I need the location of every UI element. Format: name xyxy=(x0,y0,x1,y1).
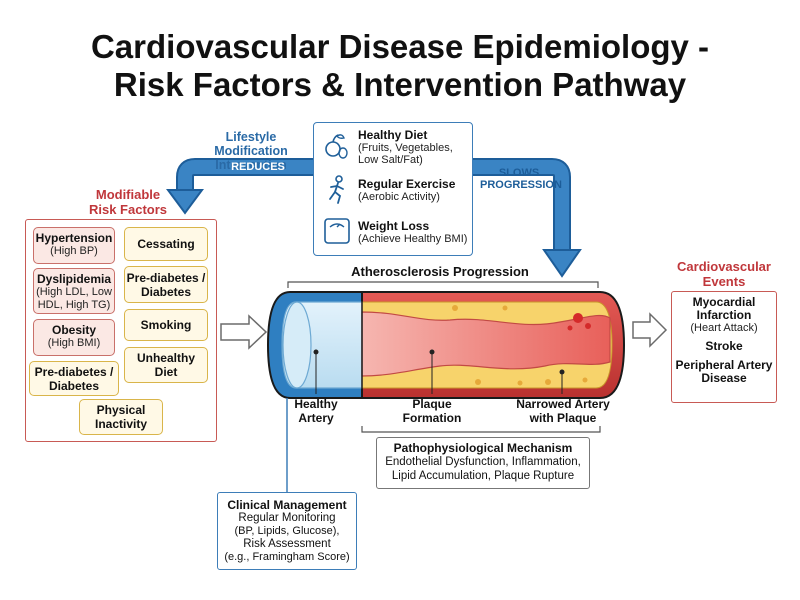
stage-line: Artery xyxy=(298,411,334,425)
clinical-line-2: (BP, Lipids, Glucose), xyxy=(234,525,340,537)
factor-title: Obesity xyxy=(51,323,96,337)
reduces-arrow xyxy=(166,158,313,215)
stage-line: with Plaque xyxy=(529,411,597,425)
lifestyle-item-weight: Weight Loss (Achieve Healthy BMI) xyxy=(358,219,472,246)
factor-dyslipidemia: Dyslipidemia (High LDL, Low HDL, High TG… xyxy=(33,268,115,314)
stage-line: Plaque xyxy=(412,397,452,411)
mechanism-line-2: Lipid Accumulation, Plaque Rupture xyxy=(391,470,575,482)
stage-healthy-artery: Healthy Artery xyxy=(276,397,356,425)
factor-title: Dyslipidemia xyxy=(36,272,112,286)
clinical-title: Clinical Management xyxy=(227,498,347,512)
lifestyle-heading-line-1: Lifestyle Modification xyxy=(214,130,288,158)
progression-bracket xyxy=(287,281,599,288)
stage-line: Narrowed Artery xyxy=(516,397,610,411)
scale-icon xyxy=(323,217,351,245)
behavior-prediabetes: Pre-diabetes / Diabetes xyxy=(124,266,208,303)
factor-sub: (High BP) xyxy=(50,245,98,257)
factor-obesity: Obesity (High BMI) xyxy=(33,319,115,356)
mechanism-box: Pathophysiological Mechanism Endothelial… xyxy=(376,437,590,489)
behavior-title: Physical xyxy=(96,403,146,417)
slows-line-1: SLOWS xyxy=(498,167,540,179)
behavior-title: Diet xyxy=(154,365,178,379)
lifestyle-item-diet: Healthy Diet (Fruits, Vegetables, Low Sa… xyxy=(358,128,472,167)
behavior-unhealthy-diet: Unhealthy Diet xyxy=(124,347,208,383)
lifestyle-item-sub: (Achieve Healthy BMI) xyxy=(358,233,468,245)
events-heading: Cardiovascular Events xyxy=(666,259,782,289)
lifestyle-item-title: Weight Loss xyxy=(358,219,430,233)
lifestyle-item-title: Regular Exercise xyxy=(358,177,456,191)
events-panel: Myocardial Infarction (Heart Attack) Str… xyxy=(671,291,777,403)
lifestyle-panel: Healthy Diet (Fruits, Vegetables, Low Sa… xyxy=(313,122,473,256)
events-heading-line-2: Events xyxy=(702,274,746,289)
lifestyle-item-sub: (Aerobic Activity) xyxy=(358,191,440,203)
stage-line: Formation xyxy=(402,411,462,425)
clinical-line-3: Risk Assessment xyxy=(243,538,331,550)
runner-icon xyxy=(324,175,350,205)
event-mi-line-2: Infarction xyxy=(696,308,752,322)
factor-title: Hypertension xyxy=(35,231,113,245)
modifiable-heading-line-1: Modifiable xyxy=(95,187,161,202)
title-line-1: Cardiovascular Disease Epidemiology - xyxy=(90,28,710,65)
event-pad-line-1: Peripheral Artery xyxy=(675,358,773,372)
factor-prediabetes: Pre-diabetes / Diabetes xyxy=(29,361,119,396)
slows-line-2: PROGRESSION xyxy=(480,179,562,191)
behavior-title: Cessating xyxy=(137,237,195,251)
event-mi-sub: (Heart Attack) xyxy=(690,322,758,334)
behavior-physical-inactivity: Physical Inactivity xyxy=(79,399,163,435)
slows-progression-label: SLOWS PROGRESSION xyxy=(480,167,562,191)
lifestyle-item-sub: Low Salt/Fat) xyxy=(358,154,423,166)
behavior-title: Diabetes xyxy=(140,284,192,299)
factor-sub: (High BMI) xyxy=(47,337,101,349)
page-title: Cardiovascular Disease Epidemiology - Ri… xyxy=(0,28,800,104)
lifestyle-item-exercise: Regular Exercise (Aerobic Activity) xyxy=(358,177,472,204)
artery-illustration xyxy=(266,291,626,399)
factor-title: Pre-diabetes / xyxy=(34,364,114,379)
event-pad-line-2: Disease xyxy=(701,371,747,385)
stage-pointers xyxy=(313,349,565,394)
slows-progression-arrow xyxy=(473,158,582,278)
factor-sub: HDL, High TG) xyxy=(37,299,111,311)
risk-to-artery-arrow xyxy=(220,314,268,350)
reduces-label: REDUCES xyxy=(231,161,285,173)
modifiable-heading-line-2: Risk Factors xyxy=(88,202,168,217)
stage-plaque-formation: Plaque Formation xyxy=(392,397,472,425)
behavior-smoking: Smoking xyxy=(124,309,208,341)
factor-title: Diabetes xyxy=(48,378,100,393)
mechanism-bracket xyxy=(361,426,601,433)
artery-to-events-arrow xyxy=(632,312,668,348)
mechanism-title: Pathophysiological Mechanism xyxy=(393,441,573,455)
modifiable-heading: Modifiable Risk Factors xyxy=(80,187,176,217)
stage-line: Healthy xyxy=(294,397,338,411)
clinical-management-box: Clinical Management Regular Monitoring (… xyxy=(217,492,357,570)
mechanism-line-1: Endothelial Dysfunction, Inflammation, xyxy=(385,456,581,468)
lifestyle-item-title: Healthy Diet xyxy=(358,128,428,142)
behavior-title: Smoking xyxy=(140,318,192,332)
factor-sub: (High LDL, Low xyxy=(36,286,112,298)
title-line-2: Risk Factors & Intervention Pathway xyxy=(113,66,687,103)
event-stroke: Stroke xyxy=(705,339,743,353)
lifestyle-item-sub: (Fruits, Vegetables, xyxy=(358,142,453,154)
fruit-icon xyxy=(322,129,350,161)
events-heading-line-1: Cardiovascular xyxy=(677,259,771,274)
factor-hypertension: Hypertension (High BP) xyxy=(33,227,115,264)
event-mi-line-1: Myocardial xyxy=(692,295,756,309)
behavior-title: Pre-diabetes / xyxy=(126,270,206,285)
stage-narrowed-artery: Narrowed Artery with Plaque xyxy=(507,397,619,425)
behavior-cessating: Cessating xyxy=(124,227,208,261)
behavior-title: Unhealthy xyxy=(136,351,195,365)
clinical-line-1: Regular Monitoring xyxy=(238,512,336,524)
lifestyle-heading-line-2: Intervention xyxy=(215,158,287,172)
lifestyle-heading: Lifestyle Modification Intervention xyxy=(190,130,312,172)
progression-heading: Atherosclerosis Progression xyxy=(351,264,529,279)
clinical-line-4: (e.g., Framingham Score) xyxy=(224,551,350,563)
behavior-title: Inactivity xyxy=(94,417,148,431)
